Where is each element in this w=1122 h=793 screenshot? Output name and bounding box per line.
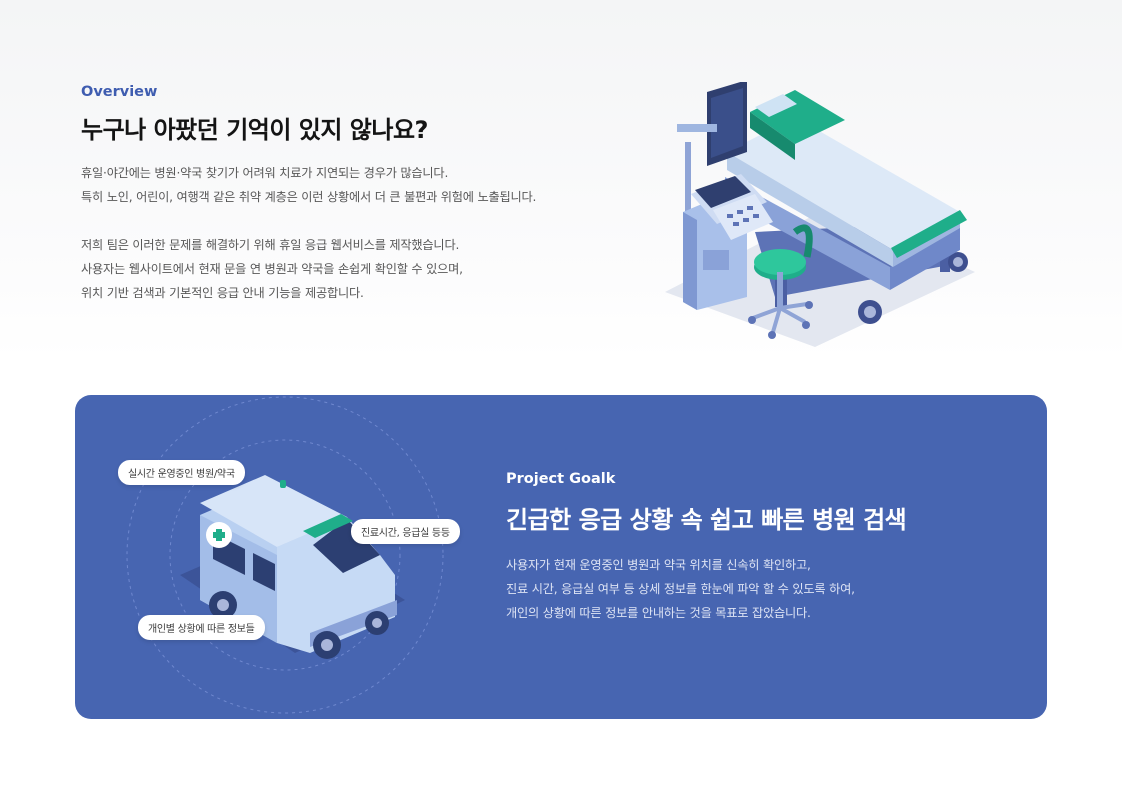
- project-goal-panel: 실시간 운영중인 병원/약국 진료시간, 응급실 등등 개인별 상황에 따른 정…: [75, 395, 1047, 719]
- goal-title: 긴급한 응급 상황 속 쉽고 빠른 병원 검색: [506, 506, 907, 534]
- overview-line: 특히 노인, 어린이, 여행객 같은 취약 계층은 이런 상황에서 더 큰 불편…: [81, 190, 537, 204]
- overview-headline: 누구나 아팠던 기억이 있지 않나요?: [81, 116, 428, 144]
- goal-line: 사용자가 현재 운영중인 병원과 약국 위치를 신속히 확인하고,: [506, 558, 811, 572]
- goal-text: Project Goalk 긴급한 응급 상황 속 쉽고 빠른 병원 검색 사용…: [506, 471, 1026, 625]
- ambulance-illustration-icon: [126, 396, 444, 714]
- hospital-bed-illustration-icon: [665, 82, 975, 347]
- goal-line: 진료 시간, 응급실 여부 등 상세 정보를 한눈에 파악 할 수 있도록 하여…: [506, 582, 855, 596]
- goal-line: 개인의 상황에 따른 정보를 안내하는 것을 목표로 잡았습니다.: [506, 606, 811, 620]
- overview-line: 휴일·야간에는 병원·약국 찾기가 어려워 치료가 지연되는 경우가 많습니다.: [81, 166, 449, 180]
- goal-description: 사용자가 현재 운영중인 병원과 약국 위치를 신속히 확인하고, 진료 시간,…: [506, 553, 1026, 625]
- goal-eyebrow: Project Goalk: [506, 471, 616, 487]
- bubble-personal: 개인별 상황에 따른 정보들: [138, 615, 265, 640]
- overview-description: 휴일·야간에는 병원·약국 찾기가 어려워 치료가 지연되는 경우가 많습니다.…: [81, 161, 641, 305]
- overview-text: Overview 누구나 아팠던 기억이 있지 않나요? 휴일·야간에는 병원·…: [81, 84, 641, 305]
- overview-line: 사용자는 웹사이트에서 현재 문을 연 병원과 약국을 손쉽게 확인할 수 있으…: [81, 262, 463, 276]
- overview-line: 위치 기반 검색과 기본적인 응급 안내 기능을 제공합니다.: [81, 286, 364, 300]
- bubble-hours: 진료시간, 응급실 등등: [351, 519, 460, 544]
- overview-line: 저희 팀은 이러한 문제를 해결하기 위해 휴일 응급 웹서비스를 제작했습니다…: [81, 238, 460, 252]
- overview-eyebrow: Overview: [81, 84, 158, 100]
- bubble-realtime: 실시간 운영중인 병원/약국: [118, 460, 245, 485]
